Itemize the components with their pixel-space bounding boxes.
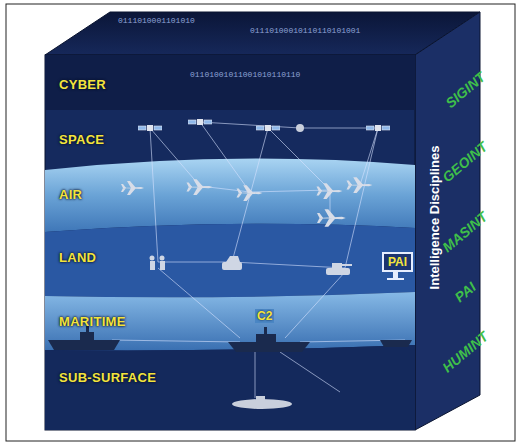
domain-label: AIR [59, 187, 82, 202]
domain-label: SPACE [59, 132, 104, 147]
domain-label: CYBER [59, 77, 106, 92]
discipline-label: PAI [451, 279, 478, 306]
domain-band: AIR [45, 165, 415, 230]
pai-label: PAI [388, 255, 407, 269]
domain-label: SUB-SURFACE [59, 370, 156, 385]
domain-band: SUB-SURFACE [45, 350, 415, 430]
c2-label: C2 [255, 309, 274, 323]
binary-stream: 0111010001101010 [118, 16, 195, 25]
binary-stream: 01110100010110110101001 [250, 26, 360, 35]
domain-label: LAND [59, 250, 96, 265]
domain-band: LAND PAI [45, 230, 415, 296]
domain-label: MARITIME [59, 314, 126, 329]
pai-monitor: PAI [382, 252, 413, 272]
domain-band: SPACE [45, 110, 415, 165]
panel-title: Intelligence Disciplines [428, 145, 443, 289]
domain-band: MARITIME [45, 296, 415, 350]
intelligence-panel: Intelligence DisciplinesSIGINTGEOINTMASI… [415, 12, 480, 430]
domain-band: CYBER [45, 55, 415, 110]
binary-stream: 01101001011001010110110 [190, 70, 300, 79]
